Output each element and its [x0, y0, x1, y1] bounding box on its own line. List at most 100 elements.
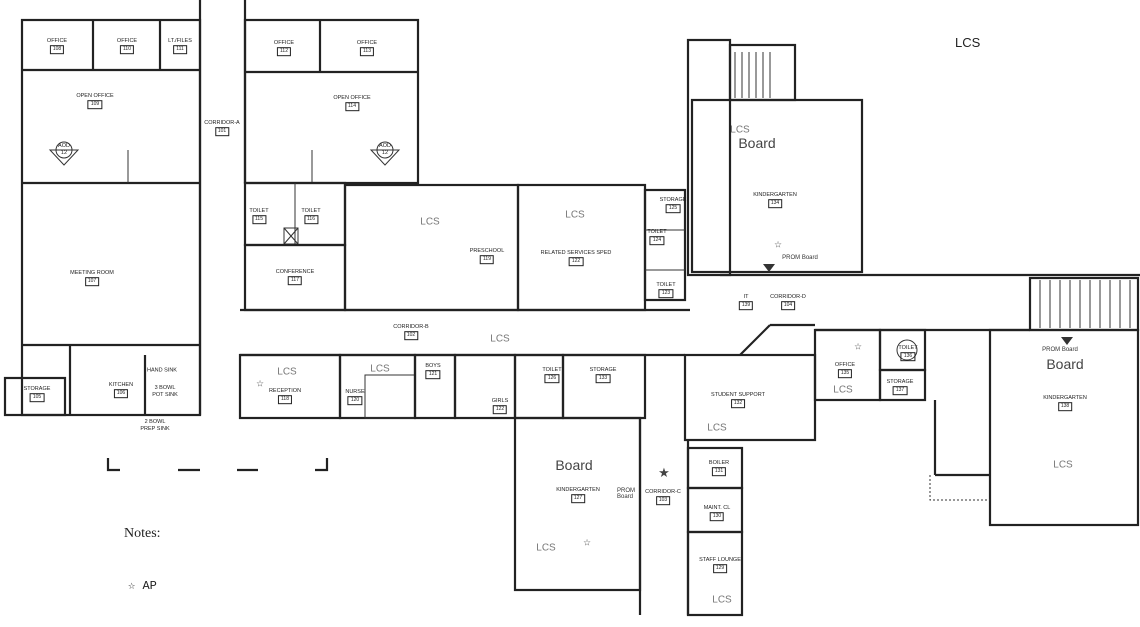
ap-star-icon: ★	[658, 465, 670, 480]
legend-ap-label: AP	[142, 579, 157, 593]
lcs-tag: LCS	[536, 542, 556, 554]
legend-ap: ☆ AP	[128, 578, 157, 593]
room-number: 138	[1057, 402, 1073, 411]
room-name: TOILET	[542, 367, 562, 374]
room-number: 121	[425, 370, 441, 379]
room-number: 119	[480, 255, 494, 264]
room-name: STORAGE	[886, 379, 914, 386]
room-name: MEETING ROOM	[70, 270, 114, 277]
room-number: 124	[649, 236, 665, 245]
lcs-tag: LCS	[565, 209, 585, 221]
ap-star-icon: ☆	[255, 378, 265, 389]
room-number: 104	[780, 301, 796, 310]
room-number: 112	[277, 47, 291, 56]
ap-star-icon: ☆	[773, 239, 783, 250]
room-number: 139	[738, 301, 754, 310]
board-tag: Board	[738, 135, 776, 151]
aod-number: 12	[381, 150, 389, 156]
room-name: STORAGE	[23, 386, 51, 393]
room-name: TOILET	[249, 208, 269, 215]
aod-label: AOD	[379, 142, 391, 149]
room-number: 125	[665, 204, 681, 213]
lcs-tag: LCS	[712, 594, 732, 606]
room-number: 130	[709, 512, 725, 521]
room-name: RELATED SERVICES SPED	[540, 250, 612, 257]
room-number: 137	[892, 386, 908, 395]
ap-star-icon: ☆	[853, 341, 863, 352]
room-name: CORRIDOR-B	[393, 324, 429, 331]
room-number: 105	[29, 393, 45, 402]
room-name: CORRIDOR-A	[204, 120, 240, 127]
lcs-tag: LCS	[420, 216, 440, 228]
ap-star-icon: ☆	[582, 537, 592, 548]
room-name: OFFICE	[116, 38, 138, 45]
room-number: 127	[570, 494, 586, 503]
room-name: KITCHEN	[108, 382, 134, 389]
room-name: KINDERGARTEN	[753, 192, 797, 199]
room-number: 110	[120, 45, 134, 54]
room-number: 136	[900, 352, 916, 361]
room-number: 108	[49, 45, 65, 54]
room-name: PRESCHOOL	[469, 248, 505, 255]
room-number: 116	[304, 215, 318, 224]
room-number: 129	[712, 564, 728, 573]
room-number: 115	[252, 215, 266, 224]
room-name: TOILET	[656, 282, 676, 289]
room-number: 118	[278, 395, 292, 404]
room-number: 111	[173, 45, 187, 54]
room-name: BOILER	[708, 460, 730, 467]
room-number: 134	[767, 199, 783, 208]
map-title: LCS	[955, 35, 981, 50]
room-name: STORAGE	[589, 367, 617, 374]
room-name: CONFERENCE	[275, 269, 315, 276]
room-name: KINDERGARTEN	[1043, 395, 1087, 402]
aod-number: 12	[60, 150, 68, 156]
ap-star-icon: ☆	[128, 579, 136, 593]
room-name: LT./FILES	[168, 38, 192, 45]
lcs-tag: LCS	[1053, 459, 1073, 471]
room-number: 106	[113, 389, 129, 398]
room-name: OPEN OFFICE	[76, 93, 114, 100]
board-tag: Board	[1046, 356, 1084, 372]
room-number: 117	[288, 276, 302, 285]
room-number: 132	[730, 399, 746, 408]
room-name: MAINT. CL	[703, 505, 731, 512]
room-name: OFFICE	[46, 38, 68, 45]
lcs-tag: LCS	[370, 363, 390, 375]
room-name: OFFICE	[273, 40, 295, 47]
hand-sink-label: HAND SINK	[147, 367, 177, 374]
room-name: BOYS	[425, 363, 441, 370]
prom-board-tag: PROM Board	[782, 255, 818, 261]
room-name: STUDENT SUPPORT	[711, 392, 765, 399]
